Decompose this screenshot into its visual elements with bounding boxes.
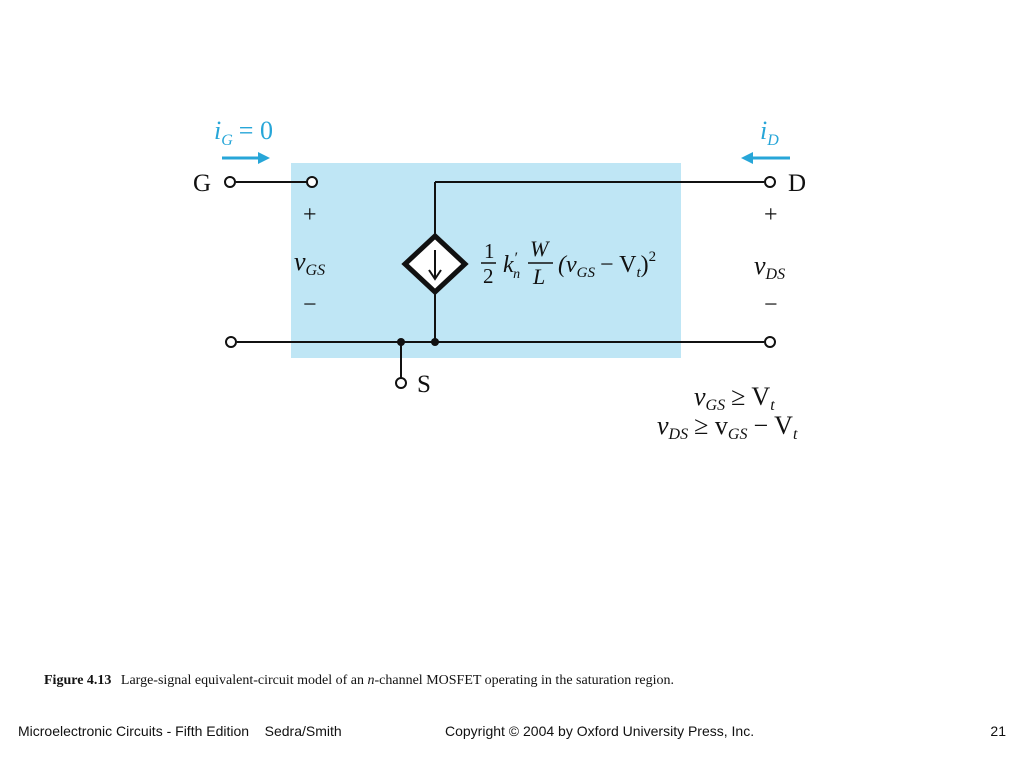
source-right-terminal [764,336,776,348]
footer-book-title: Microelectronic Circuits - Fifth Edition… [18,723,342,739]
junction-dot [397,338,405,346]
ig-label: iG= 0 [214,116,273,149]
model-box [291,163,681,358]
caption-text-start: Large-signal equivalent-circuit model of… [120,673,368,688]
slide-footer: Microelectronic Circuits - Fifth Edition… [0,723,1024,743]
gate-terminal-outer [224,176,236,188]
ig-arrow-icon [222,152,270,164]
caption-text-end: -channel MOSFET operating in the saturat… [374,673,675,688]
drain-terminal [764,176,776,188]
terminals [224,176,776,389]
condition-vds: vDS≥ vGS− Vt [657,411,798,443]
vgs-minus: − [303,292,317,318]
source-terminal [395,377,407,389]
svg-text:2: 2 [483,264,494,288]
circuit-wires [236,181,764,378]
id-label: iD [760,116,779,149]
mosfet-equivalent-circuit: iG= 0 iD G D S + vGS − + vDS − 1 2 k′n W… [193,116,806,443]
gate-label: G [193,170,211,197]
vds-label: vDS [754,251,785,283]
source-label: S [417,371,431,398]
figure-caption: Figure 4.13 Large-signal equivalent-circ… [44,673,984,689]
dependent-current-source-icon [401,232,469,296]
id-arrow-icon [741,152,790,164]
svg-text:W: W [530,236,550,261]
figure-label: Figure 4.13 [44,673,112,688]
footer-page-number: 21 [990,723,1006,739]
drain-current-formula: 1 2 k′n W L (vGS− Vt)2 [481,236,656,289]
drain-label: D [788,170,806,197]
vgs-plus: + [303,202,317,228]
vgs-label: vGS [294,247,325,279]
svg-text:k′n: k′n [503,250,520,282]
svg-text:1: 1 [484,239,495,263]
vds-plus: + [764,202,778,228]
footer-copyright: Copyright © 2004 by Oxford University Pr… [445,723,755,739]
condition-vgs: vGS≥ Vt [694,382,775,414]
source-left-terminal [225,336,237,348]
gate-terminal-inner [306,176,318,188]
vds-minus: − [764,292,778,318]
svg-text:(vGS− Vt)2: (vGS− Vt)2 [558,249,656,281]
svg-text:L: L [532,264,545,289]
caption-text-italic: n [367,673,375,688]
junction-dot [431,338,439,346]
